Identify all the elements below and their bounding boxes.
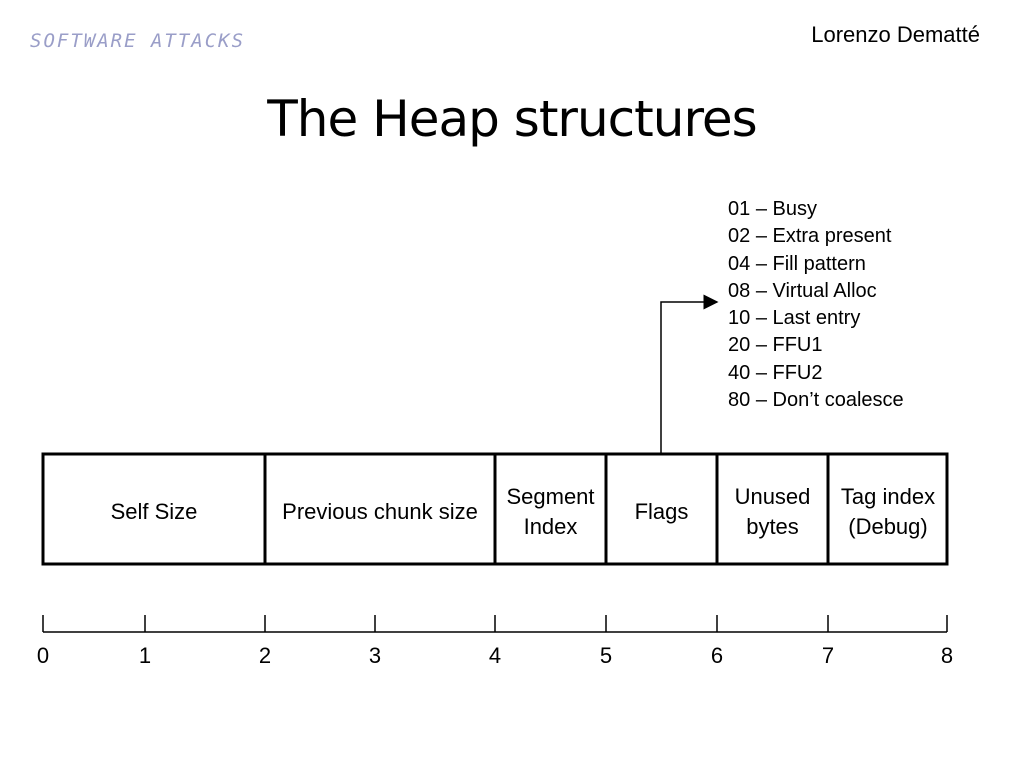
axis-label: 3 [368, 643, 382, 668]
axis-label: 8 [940, 643, 954, 668]
flag-item: 02 – Extra present [728, 225, 892, 248]
field-self-size: Self Size [110, 499, 198, 524]
axis-label: 7 [821, 643, 835, 668]
axis-label: 5 [599, 643, 613, 668]
page-title: The Heap structures [267, 90, 757, 148]
field-unused-bytes: Unused bytes [734, 484, 811, 539]
axis-label: 4 [488, 643, 502, 668]
flag-item: 10 – Last entry [728, 307, 861, 330]
axis-label: 1 [138, 643, 152, 668]
flag-item: 01 – Busy [728, 198, 817, 220]
field-segment-index: Segment Index [506, 484, 595, 539]
flag-item: 08 – Virtual Alloc [728, 279, 877, 302]
axis-label: 0 [36, 643, 50, 668]
field-tag-index: Tag index (Debug) [840, 484, 936, 539]
field-flags: Flags [634, 499, 689, 524]
axis-label: 2 [258, 643, 272, 668]
flag-item: 40 – FFU2 [728, 361, 823, 384]
flags-connector-arrow [660, 294, 719, 454]
flag-item: 80 – Don’t coalesce [728, 389, 904, 412]
author-name: Lorenzo Dematté [811, 22, 980, 47]
field-previous-chunk-size: Previous chunk size [282, 499, 478, 524]
flag-item: 20 – FFU1 [728, 334, 823, 357]
flags-legend: 01 – Busy 02 – Extra present 04 – Fill p… [728, 196, 904, 414]
flag-item: 04 – Fill pattern [728, 252, 866, 275]
axis-label: 6 [710, 643, 724, 668]
logo-text: SOFTWARE ATTACKS [30, 30, 246, 52]
